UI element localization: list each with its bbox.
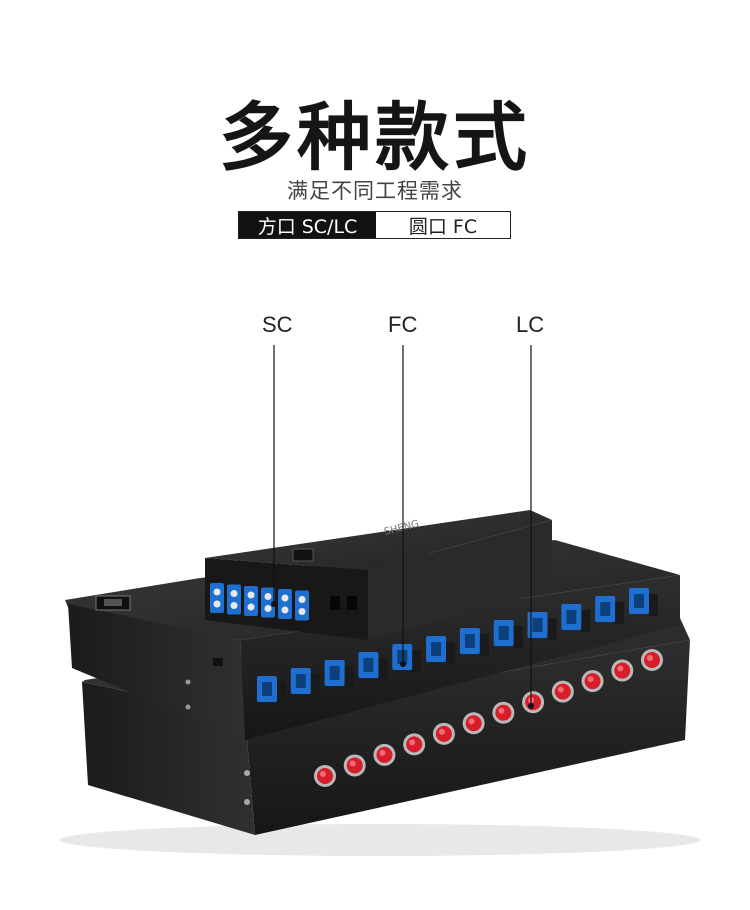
- screw-hole: [185, 679, 191, 685]
- panel-notch: [213, 658, 223, 666]
- callout-lc-label: LC: [516, 312, 545, 337]
- lc-adapter: [210, 583, 224, 613]
- sc-adapter: [290, 668, 320, 696]
- sc-adapter: [493, 620, 523, 648]
- box-top: [205, 510, 552, 570]
- fc-adapter: [492, 701, 515, 724]
- fc-adapter-row: [314, 649, 663, 787]
- tag-round-port: 圆口 FC: [376, 212, 510, 238]
- box-top-slot: [292, 548, 314, 562]
- callout-lc-dot: [528, 703, 534, 709]
- box-side: [368, 520, 552, 640]
- fc-adapter: [432, 722, 455, 745]
- screw-hole: [244, 799, 250, 805]
- box-port-blank: [347, 596, 357, 610]
- lc-adapter: [244, 586, 258, 616]
- lc-adapter-row: [210, 583, 309, 621]
- lc-adapter: [278, 589, 292, 619]
- fc-adapter: [581, 670, 604, 693]
- fc-adapter: [462, 712, 485, 735]
- lc-adapter: [261, 587, 275, 618]
- sc-adapter: [561, 604, 591, 632]
- callout-fc-dot: [400, 661, 406, 667]
- fc-adapter: [314, 765, 336, 787]
- box-port-blank: [330, 596, 340, 610]
- callout-sc-label: SC: [262, 312, 293, 337]
- sc-adapter: [257, 676, 286, 704]
- cable-entry-grommet: [104, 599, 122, 606]
- tag-square-port: 方口 SC/LC: [239, 212, 376, 238]
- floor-shadow: [60, 824, 700, 856]
- callout-sc-dot: [271, 601, 277, 607]
- sc-adapter: [527, 612, 557, 640]
- fc-adapter: [343, 754, 366, 777]
- sc-adapter-row: [257, 588, 658, 704]
- small-lc-box: SHENG: [205, 510, 552, 640]
- fc-adapter: [551, 680, 574, 703]
- sc-adapter: [459, 628, 489, 656]
- sc-adapter: [324, 660, 354, 688]
- lc-adapter: [295, 590, 309, 621]
- fc-adapter: [611, 659, 634, 682]
- connector-type-tags: 方口 SC/LC 圆口 FC: [238, 211, 511, 239]
- fc-adapter: [522, 691, 545, 714]
- fc-adapter: [373, 743, 396, 766]
- sc-adapter: [358, 652, 388, 680]
- sc-adapter: [392, 644, 422, 672]
- lc-adapter: [227, 584, 241, 615]
- screw-hole: [244, 770, 250, 776]
- sc-adapter: [595, 596, 625, 624]
- lower-panel-front: [245, 640, 690, 835]
- sc-adapter: [426, 636, 456, 664]
- screw-hole: [185, 704, 191, 710]
- subheadline: 满足不同工程需求: [287, 179, 463, 203]
- headline: 多种款式: [219, 95, 531, 181]
- fc-adapter: [641, 649, 663, 671]
- fc-adapter: [403, 733, 426, 756]
- sc-adapter: [629, 588, 658, 616]
- callout-fc-label: FC: [388, 312, 418, 337]
- upper-panel-side: [68, 604, 245, 740]
